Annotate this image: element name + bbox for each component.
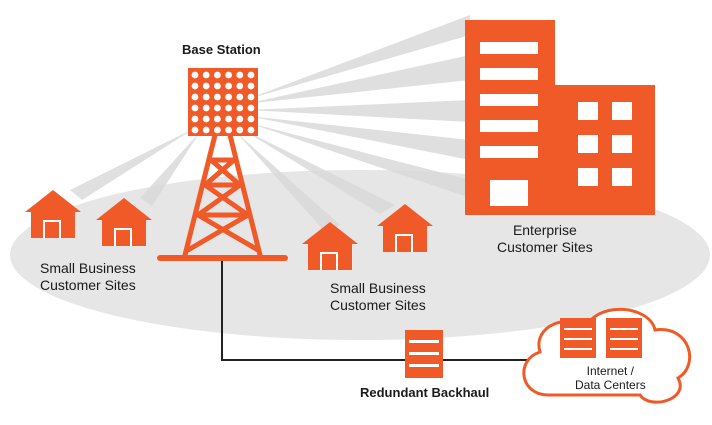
- antenna-element: [214, 93, 221, 101]
- antenna-element: [191, 93, 199, 101]
- antenna-element: [214, 71, 221, 79]
- small-business-right-label: Small Business Customer Sites: [330, 280, 426, 314]
- small-business-right-line2: Customer Sites: [330, 296, 426, 313]
- antenna-element: [214, 126, 221, 134]
- antenna-element: [236, 71, 244, 79]
- antenna-element: [225, 93, 233, 101]
- antenna-element: [236, 115, 244, 123]
- antenna-element: [191, 82, 199, 90]
- small-business-left-label: Small Business Customer Sites: [40, 260, 136, 294]
- backhaul-line: [221, 260, 405, 361]
- antenna-element: [225, 126, 233, 134]
- antenna-element: [202, 126, 210, 134]
- cell-tower-icon: [157, 132, 288, 261]
- enterprise-line2: Customer Sites: [497, 238, 593, 255]
- small-business-left-line2: Customer Sites: [40, 276, 136, 293]
- antenna-element: [214, 82, 221, 90]
- antenna-element: [236, 126, 244, 134]
- antenna-element: [202, 93, 210, 101]
- antenna-element: [202, 82, 210, 90]
- antenna-element: [247, 82, 255, 90]
- antenna-element: [236, 82, 244, 90]
- house-icon: [302, 222, 358, 270]
- house-icon: [96, 198, 152, 246]
- antenna-element: [225, 82, 233, 90]
- antenna-element: [191, 71, 199, 79]
- antenna-element: [202, 115, 210, 123]
- antenna-element: [202, 104, 210, 112]
- internet-line2: Data Centers: [575, 378, 646, 393]
- antenna-element: [191, 115, 199, 123]
- house-icon: [377, 204, 433, 252]
- antenna-element: [247, 126, 255, 134]
- small-business-left-line1: Small Business: [40, 260, 136, 276]
- internet-label: Internet / Data Centers: [575, 364, 646, 393]
- antenna-element: [247, 93, 255, 101]
- antenna-element: [247, 71, 255, 79]
- antenna-panel-icon: [188, 68, 258, 136]
- small-business-right-line1: Small Business: [330, 280, 426, 296]
- antenna-element: [225, 115, 233, 123]
- antenna-element: [214, 104, 221, 112]
- antenna-element: [247, 115, 255, 123]
- enterprise-label: Enterprise Customer Sites: [497, 222, 593, 256]
- antenna-element: [247, 104, 255, 112]
- antenna-element: [191, 104, 199, 112]
- antenna-element: [236, 93, 244, 101]
- antenna-element: [202, 71, 210, 79]
- wireless-beams: [70, 15, 470, 232]
- enterprise-line1: Enterprise: [512, 222, 577, 238]
- house-icon: [25, 190, 81, 238]
- antenna-element: [236, 104, 244, 112]
- office-building-icon: [465, 20, 655, 215]
- backhaul-label: Redundant Backhaul: [360, 385, 490, 400]
- antenna-element: [225, 71, 233, 79]
- backhaul-router-icon: [405, 330, 443, 378]
- internet-line1: Internet /: [586, 364, 635, 378]
- antenna-element: [214, 115, 221, 123]
- base-station-label: Base Station: [182, 42, 261, 57]
- antenna-element: [191, 126, 199, 134]
- antenna-element: [225, 104, 233, 112]
- server-icon: [560, 318, 642, 358]
